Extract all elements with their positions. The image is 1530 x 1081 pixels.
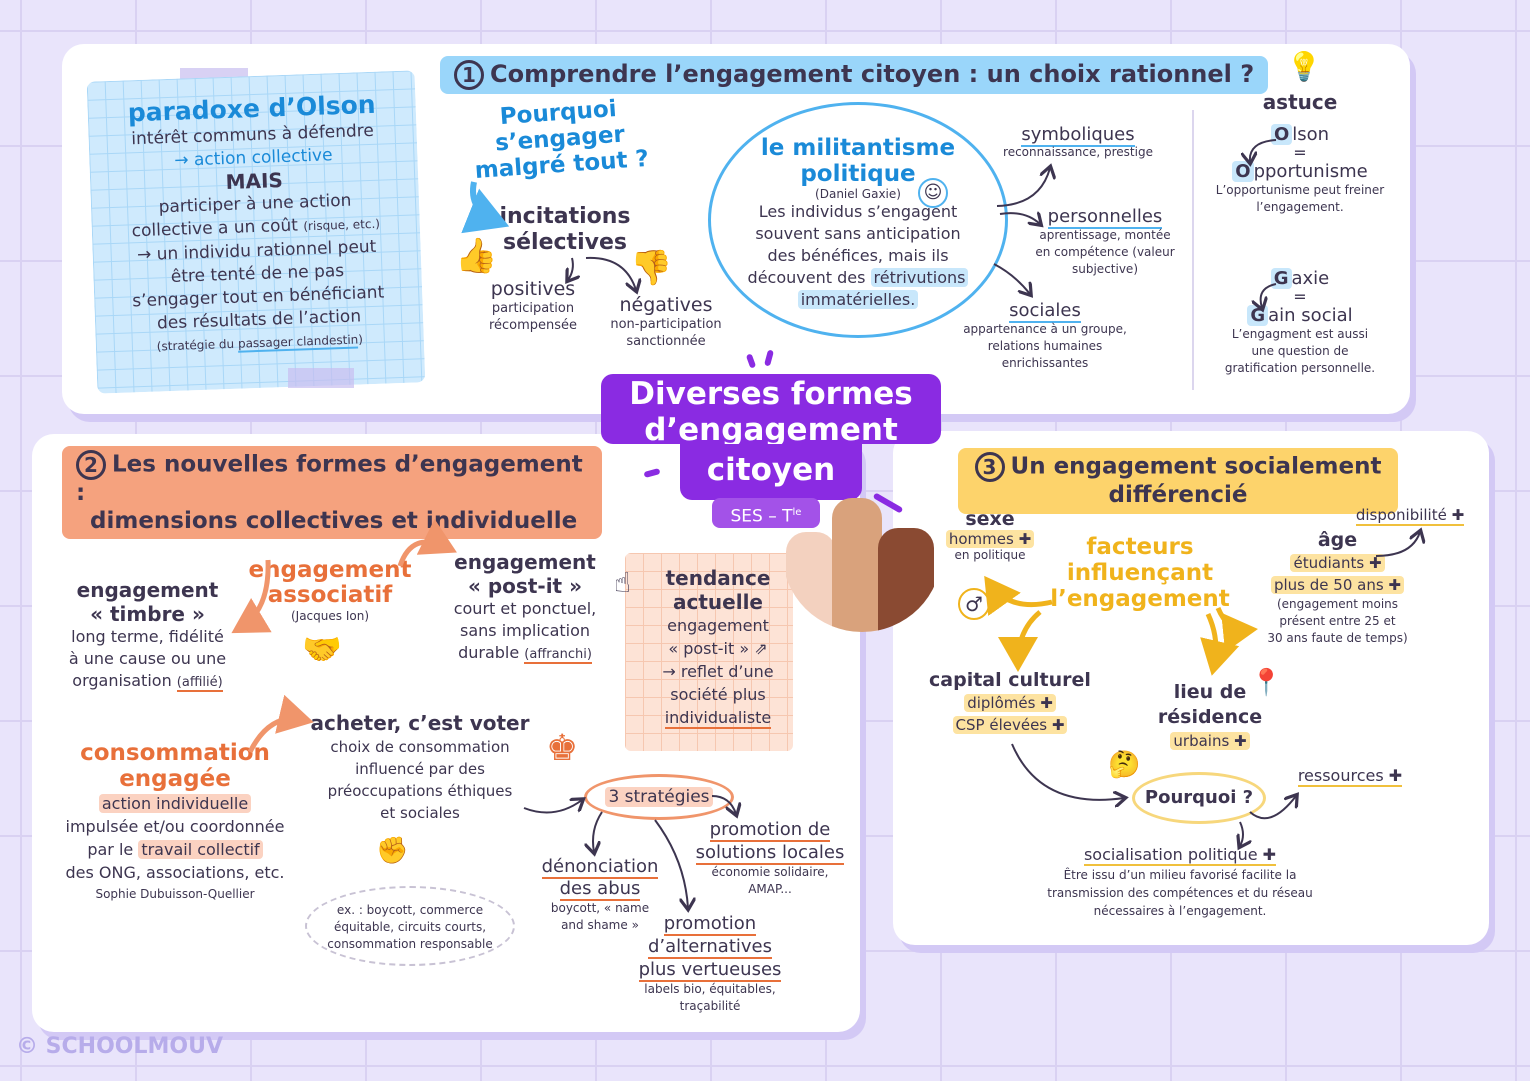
lightbulb-icon: 💡 bbox=[1286, 50, 1322, 83]
factor-capital-culturel: capital culturel diplômés ✚ CSP élevées … bbox=[929, 669, 1091, 734]
strategy-denonciation: dénonciation des abus boycott, « name an… bbox=[541, 856, 659, 932]
consommation-engagee: consommation engagée action individuelle… bbox=[65, 740, 285, 901]
tendance-actuelle: tendance actuelle engagement « post-it »… bbox=[662, 566, 774, 729]
chess-king-icon: ♚ bbox=[546, 728, 579, 769]
factor-sexe: sexe hommes ✚ en politique bbox=[940, 508, 1040, 562]
male-symbol-icon: ♂ bbox=[958, 588, 990, 620]
strategies-bubble: 3 stratégies bbox=[584, 774, 734, 820]
incitations-title: incitations sélectives bbox=[499, 204, 631, 255]
divider bbox=[1192, 110, 1194, 390]
tape bbox=[288, 368, 354, 388]
copyright-icon: © bbox=[16, 1034, 38, 1059]
factor-lieu-residence: lieu de résidence urbains ✚ bbox=[1157, 681, 1263, 750]
associatif-title: engagement associatif (Jacques Ion) bbox=[248, 557, 412, 624]
main-title-line3: citoyen bbox=[680, 444, 862, 500]
factor-socialisation: socialisation politique ✚ Être issu d’un… bbox=[1047, 845, 1313, 918]
main-title: Diverses formes d’engagement bbox=[601, 374, 941, 448]
engagement-post-it: engagement « post-it » court et ponctuel… bbox=[453, 550, 597, 664]
facteurs-center: facteurs influençant l’engagement bbox=[1050, 534, 1230, 612]
location-pin-icon: 📍 bbox=[1250, 668, 1283, 698]
section-number: 1 bbox=[454, 60, 484, 90]
pourquoi-bubble: Pourquoi ? bbox=[1132, 772, 1266, 824]
incitation-negative: négatives non-participation sanctionnée bbox=[610, 294, 722, 349]
tendance-note bbox=[625, 553, 793, 751]
handshake-icon: 🤝 bbox=[302, 630, 342, 668]
retribution-personnelles: personnelles aprentissage, montée en com… bbox=[1035, 206, 1175, 276]
question-heading: Pourquoi s’engager malgré tout ? bbox=[473, 96, 650, 184]
acheter-c-est-voter: acheter, c’est voter choix de consommati… bbox=[310, 711, 530, 822]
olson-paradox-note: paradoxe d’Olson intérêt communs à défen… bbox=[86, 70, 426, 394]
smiley-icon: ☺ bbox=[918, 178, 948, 208]
incitation-positive: positives participation récompensée bbox=[488, 278, 578, 333]
retribution-sociales: sociales appartenance à un groupe, relat… bbox=[963, 300, 1127, 370]
examples-bubble: ex. : boycott, commerce équitable, circu… bbox=[305, 886, 515, 966]
raised-fist-icon: ✊ bbox=[376, 836, 409, 866]
footer-brand: © SCHOOLMOUV bbox=[16, 1034, 223, 1059]
astuce-title: astuce bbox=[1262, 90, 1338, 114]
level-badge: SES – Tle bbox=[712, 498, 820, 528]
thinking-face-icon: 🤔 bbox=[1108, 750, 1141, 780]
thumbs-down-icon: 👎 bbox=[630, 248, 673, 288]
engagement-timbre: engagement « timbre » long terme, fidéli… bbox=[68, 578, 227, 692]
thumbs-up-icon: 👍 bbox=[455, 236, 498, 276]
factor-age: âge étudiants ✚ plus de 50 ans ✚ (engage… bbox=[1267, 529, 1408, 645]
factor-ressources: ressources ✚ bbox=[1297, 766, 1403, 787]
retribution-symboliques: symboliques reconnaissance, prestige bbox=[1003, 124, 1153, 159]
pointing-finger-icon: ☝ bbox=[614, 566, 632, 599]
factor-disponibilite: disponibilité ✚ bbox=[1355, 506, 1465, 526]
strategy-alternatives: promotion d’alternatives plus vertueuses… bbox=[638, 913, 782, 1013]
strategy-solutions-locales: promotion de solutions locales économie … bbox=[695, 819, 845, 896]
raised-fists-illustration bbox=[782, 492, 942, 632]
section3-card bbox=[893, 431, 1489, 945]
